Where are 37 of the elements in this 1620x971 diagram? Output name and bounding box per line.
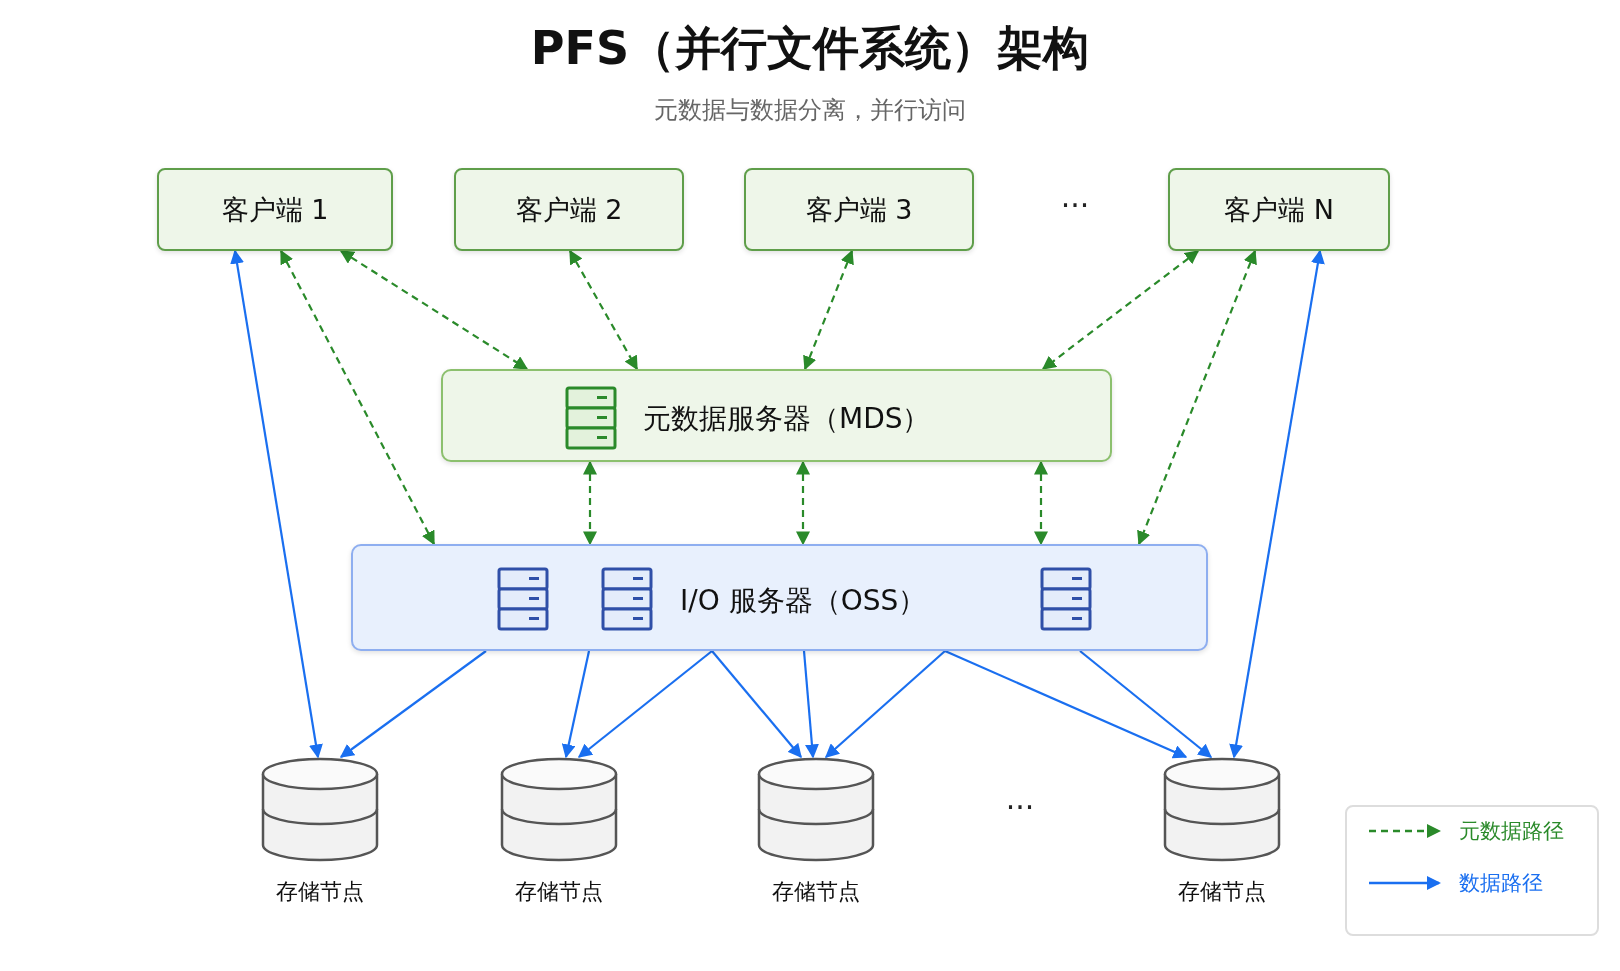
client-box: 客户端 1	[157, 168, 393, 251]
box-label: I/O 服务器（OSS）	[680, 582, 927, 619]
arrow	[230, 249, 323, 759]
arrow	[824, 650, 946, 758]
legend-label: 元数据路径	[1459, 818, 1564, 845]
storage-label: 存储节点	[275, 878, 365, 906]
client-box: 客户端 N	[1168, 168, 1390, 251]
arrow	[583, 460, 597, 546]
legend-label: 数据路径	[1459, 870, 1543, 897]
arrow	[711, 650, 802, 759]
arrow	[577, 650, 713, 758]
arrow	[1137, 249, 1257, 546]
ellipsis: ···	[1059, 188, 1091, 223]
metadata-server-band	[441, 369, 1112, 462]
storage-label: 存储节点	[771, 878, 861, 906]
arrow	[1034, 460, 1048, 546]
arrow	[803, 249, 854, 371]
arrow	[561, 650, 591, 759]
io-server-band	[351, 544, 1208, 651]
ellipsis: ···	[1004, 790, 1036, 825]
arrow	[1079, 650, 1213, 758]
arrow	[280, 249, 435, 546]
box-label: 元数据服务器（MDS）	[643, 400, 931, 437]
arrow	[796, 460, 810, 546]
arrow	[569, 249, 638, 371]
title: PFS（并行文件系统）架构	[529, 20, 1091, 77]
arrow	[1229, 249, 1325, 759]
subtitle: 元数据与数据分离，并行访问	[653, 95, 967, 126]
arrow	[944, 650, 1188, 759]
client-box: 客户端 2	[454, 168, 684, 251]
storage-label: 存储节点	[514, 878, 604, 906]
arrow	[339, 250, 529, 370]
client-box: 客户端 3	[744, 168, 974, 251]
arrow	[339, 650, 487, 758]
storage-label: 存储节点	[1177, 878, 1267, 906]
arrow	[802, 650, 819, 759]
arrow	[1041, 250, 1200, 370]
